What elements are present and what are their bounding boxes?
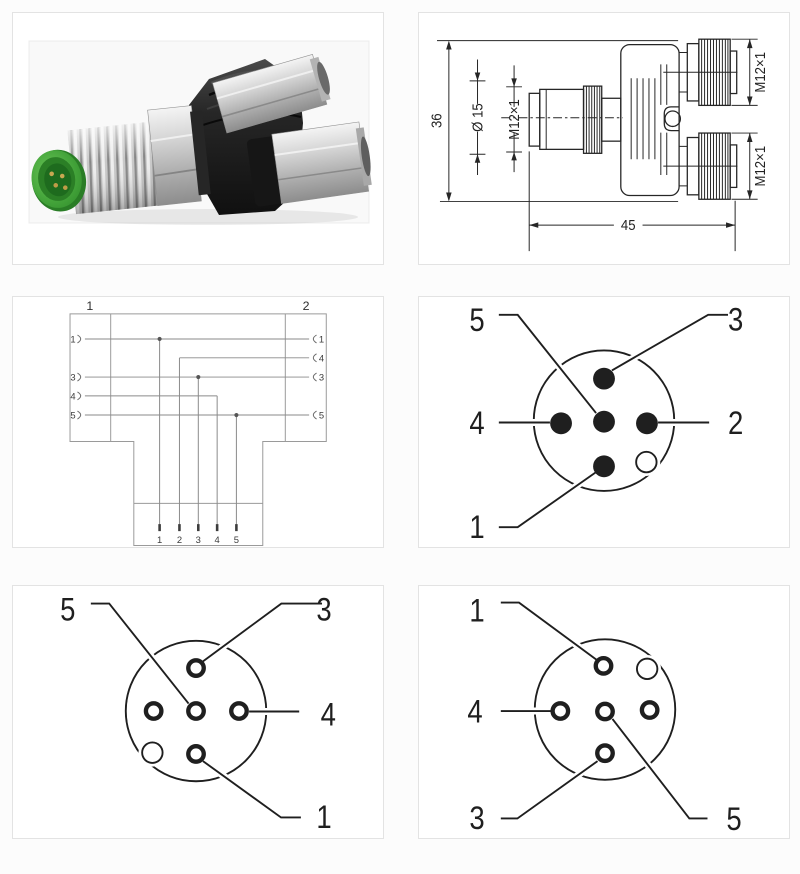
right-pin-4: 4 bbox=[319, 352, 324, 363]
pin-2-dot bbox=[636, 412, 658, 435]
right-pin-5: 5 bbox=[319, 410, 324, 421]
panel-pinout-female-b[interactable]: 1 4 3 5 bbox=[418, 585, 790, 839]
body-hole bbox=[664, 110, 682, 128]
bottom-pin-5: 5 bbox=[234, 534, 239, 545]
label-pin-4: 4 bbox=[469, 406, 484, 442]
label-pin-4: 4 bbox=[321, 697, 336, 733]
junction-dot bbox=[196, 374, 201, 380]
label-pin-5: 5 bbox=[60, 592, 75, 628]
contact-pin bbox=[59, 173, 65, 179]
wiring-diagram: 1 2 1 3 bbox=[69, 299, 327, 547]
female-connector-lower bbox=[246, 121, 372, 207]
leader-lines bbox=[500, 599, 708, 822]
dim-label-female-thread-bottom: M12×1 bbox=[753, 146, 769, 187]
connector-dividers bbox=[110, 313, 286, 442]
panel-pinout-female-a[interactable]: 5 3 4 1 bbox=[12, 585, 384, 839]
left-pin-3: 3 bbox=[70, 372, 75, 383]
panel-product-photo[interactable] bbox=[12, 12, 384, 265]
label-pin-3: 3 bbox=[469, 801, 484, 837]
dim-label-male-thread: M12×1 bbox=[507, 99, 523, 140]
socket-5-ring bbox=[186, 701, 206, 721]
pin-3-dot bbox=[593, 367, 615, 390]
housing-outline bbox=[69, 313, 327, 547]
left-pin-symbols bbox=[77, 334, 82, 420]
label-pin-5: 5 bbox=[469, 303, 484, 339]
socket-2-ring bbox=[143, 701, 164, 721]
label-pin-4: 4 bbox=[467, 694, 482, 730]
pin-1-dot bbox=[593, 455, 615, 478]
label-pin-5: 5 bbox=[726, 802, 741, 838]
socket-5-ring bbox=[595, 701, 615, 722]
pinout-male-diagram: 5 3 4 2 1 bbox=[469, 302, 743, 546]
socket-4-ring bbox=[229, 701, 249, 721]
label-pin-1: 1 bbox=[469, 593, 484, 629]
product-shadow bbox=[58, 209, 358, 225]
socket-rings bbox=[143, 658, 249, 764]
socket-rings bbox=[550, 655, 660, 764]
dim-45: 45 bbox=[528, 151, 736, 252]
panel-pinout-male[interactable]: 5 3 4 2 1 bbox=[418, 296, 790, 548]
female-top-drawing bbox=[663, 38, 738, 107]
dim-female-thread-top: M12×1 bbox=[731, 38, 769, 106]
bottom-pin-ticks bbox=[158, 524, 238, 532]
connector1-label: 1 bbox=[86, 299, 93, 313]
body-drawing bbox=[620, 43, 682, 197]
wire-drops bbox=[159, 338, 237, 526]
contact-pin bbox=[49, 171, 54, 177]
bottom-pin-4: 4 bbox=[215, 534, 220, 545]
left-pin-1: 1 bbox=[70, 333, 75, 344]
pinout-female-a-diagram: 5 3 4 1 bbox=[60, 592, 336, 836]
bottom-pin-2: 2 bbox=[177, 534, 182, 545]
keyway-notch bbox=[635, 657, 659, 681]
panel-wiring-diagram[interactable]: 1 2 1 3 bbox=[12, 296, 384, 548]
dimension-drawing: 36 Ø 15 M12×1 bbox=[429, 38, 769, 252]
right-pin-symbols bbox=[312, 334, 317, 420]
junction-dot bbox=[234, 412, 239, 418]
dim-male-thread: M12×1 bbox=[506, 65, 523, 173]
dim-label-45: 45 bbox=[621, 218, 636, 234]
socket-1-ring bbox=[593, 655, 614, 676]
socket-1-ring bbox=[186, 744, 206, 764]
leader-lines bbox=[90, 600, 323, 821]
right-pin-3: 3 bbox=[319, 372, 324, 383]
dim-label-diameter: Ø 15 bbox=[470, 103, 486, 132]
left-pin-4: 4 bbox=[70, 390, 75, 401]
bottom-pin-3: 3 bbox=[196, 534, 201, 545]
label-pin-2: 2 bbox=[728, 406, 743, 442]
keyway-notch bbox=[635, 450, 658, 474]
dim-label-36: 36 bbox=[429, 113, 445, 128]
junction-dot bbox=[157, 336, 162, 342]
product-photo-illustration bbox=[28, 40, 372, 225]
dim-diameter-15: Ø 15 bbox=[469, 59, 486, 176]
label-pin-3: 3 bbox=[728, 302, 743, 338]
socket-3-ring bbox=[186, 658, 206, 678]
female-connector-upper bbox=[212, 53, 331, 134]
panel-dimension-drawing[interactable]: 36 Ø 15 M12×1 bbox=[418, 12, 790, 265]
dim-36: 36 bbox=[429, 40, 452, 202]
pinout-female-b-diagram: 1 4 3 5 bbox=[467, 593, 741, 838]
pin-5-dot bbox=[593, 410, 615, 433]
male-connector-drawing bbox=[501, 85, 623, 154]
label-pin-1: 1 bbox=[316, 800, 331, 836]
leader-lines bbox=[498, 311, 729, 531]
male-face-green bbox=[31, 149, 87, 212]
label-pin-3: 3 bbox=[316, 592, 331, 628]
contact-pin bbox=[62, 185, 68, 190]
socket-3-ring bbox=[595, 743, 615, 764]
bottom-pin-1: 1 bbox=[157, 534, 162, 545]
male-connector bbox=[67, 105, 211, 215]
socket-2-ring bbox=[639, 700, 660, 720]
socket-4-ring bbox=[550, 701, 571, 721]
dim-female-thread-bottom: M12×1 bbox=[731, 132, 769, 200]
keyway-notch bbox=[141, 741, 164, 764]
label-pin-1: 1 bbox=[469, 510, 484, 546]
female-bottom-drawing bbox=[663, 132, 738, 200]
right-pin-1: 1 bbox=[319, 333, 324, 344]
pin-4-dot bbox=[550, 412, 572, 435]
left-pin-5: 5 bbox=[70, 410, 75, 421]
connector2-label: 2 bbox=[303, 299, 310, 313]
contact-pin bbox=[53, 182, 59, 188]
dim-label-female-thread-top: M12×1 bbox=[753, 52, 769, 93]
